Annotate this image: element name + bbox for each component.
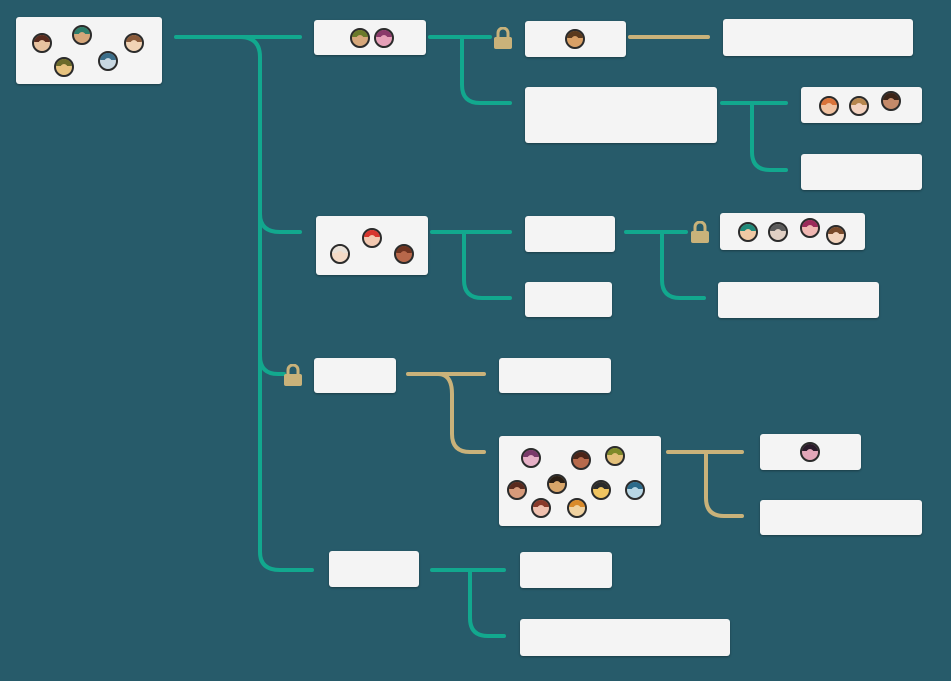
avatar — [849, 96, 869, 116]
avatar-face — [832, 232, 840, 241]
branch-2-node[interactable] — [316, 216, 428, 275]
avatar — [507, 480, 527, 500]
connector-root-branch-2 — [258, 212, 302, 234]
avatar — [32, 33, 52, 53]
branch-1-child-1-node[interactable] — [525, 21, 626, 57]
avatar — [124, 33, 144, 53]
avatar-face — [553, 481, 561, 490]
connector-root-trunk — [238, 35, 314, 572]
connector-branch-2-child-1-leaves — [624, 230, 706, 300]
branch-3-child-2-node[interactable] — [499, 436, 661, 526]
avatar-face — [513, 487, 521, 496]
avatar-face — [130, 40, 138, 49]
branch-4-child-2-node[interactable] — [520, 619, 730, 656]
branch-3-child-2-leaf-2-node[interactable] — [760, 500, 922, 535]
avatar-face — [78, 32, 86, 41]
avatar — [54, 57, 74, 77]
avatar — [800, 442, 820, 462]
branch-1-child-2-node[interactable] — [525, 87, 717, 143]
avatar-face — [527, 455, 535, 464]
branch-2-child-1-leaf-2-node[interactable] — [718, 282, 879, 318]
avatar — [605, 446, 625, 466]
avatar-face — [577, 457, 585, 466]
avatar — [738, 222, 758, 242]
avatar — [567, 498, 587, 518]
lock-icon — [493, 26, 513, 49]
connector-branch-3-children — [406, 372, 486, 454]
avatar-face — [744, 229, 752, 238]
avatar-face — [38, 40, 46, 49]
avatar-face — [336, 251, 344, 260]
avatar — [625, 480, 645, 500]
avatar — [591, 480, 611, 500]
avatar-face — [774, 229, 782, 238]
branch-3-node[interactable] — [314, 358, 396, 393]
branch-1-child-2-leaf-1-node[interactable] — [801, 87, 922, 123]
branch-3-child-1-node[interactable] — [499, 358, 611, 393]
avatar-face — [380, 35, 388, 44]
avatar-face — [104, 58, 112, 67]
avatar — [72, 25, 92, 45]
avatar-face — [631, 487, 639, 496]
avatar-face — [855, 103, 863, 112]
branch-2-child-2-node[interactable] — [525, 282, 612, 317]
avatar — [547, 474, 567, 494]
avatar-face — [806, 225, 814, 234]
branch-4-node[interactable] — [329, 551, 419, 587]
avatar — [98, 51, 118, 71]
connector-branch-3-child-2-leaves — [666, 450, 744, 518]
avatar-face — [356, 35, 364, 44]
avatar-face — [611, 453, 619, 462]
avatar — [881, 91, 901, 111]
avatar — [819, 96, 839, 116]
avatar — [565, 29, 585, 49]
branch-4-child-1-node[interactable] — [520, 552, 612, 588]
avatar — [768, 222, 788, 242]
avatar-face — [571, 36, 579, 45]
avatar — [374, 28, 394, 48]
avatar-face — [887, 98, 895, 107]
branch-2-child-1-node[interactable] — [525, 216, 615, 252]
connector-branch-4-children — [430, 568, 506, 638]
avatar — [362, 228, 382, 248]
avatar-face — [537, 505, 545, 514]
avatar — [330, 244, 350, 264]
avatar — [826, 225, 846, 245]
avatar-face — [597, 487, 605, 496]
avatar-face — [60, 64, 68, 73]
root-node[interactable] — [16, 17, 162, 84]
avatar-face — [400, 251, 408, 260]
avatar — [571, 450, 591, 470]
lock-icon — [283, 363, 303, 386]
avatar-face — [368, 235, 376, 244]
avatar-face — [573, 505, 581, 514]
avatar — [521, 448, 541, 468]
branch-1-child-2-leaf-2-node[interactable] — [801, 154, 922, 190]
branch-3-child-2-leaf-1-node[interactable] — [760, 434, 861, 470]
avatar — [394, 244, 414, 264]
avatar — [531, 498, 551, 518]
lock-icon — [690, 220, 710, 243]
connector-branch-1-child-2-leaves — [720, 101, 788, 172]
connector-root-branch-3 — [258, 354, 286, 376]
branch-1-node[interactable] — [314, 20, 426, 55]
avatar — [350, 28, 370, 48]
avatar-face — [806, 449, 814, 458]
connector-branch-2-children — [430, 230, 512, 300]
avatar-face — [825, 103, 833, 112]
branch-1-child-1-leaf-node[interactable] — [723, 19, 913, 56]
avatar — [800, 218, 820, 238]
branch-2-child-1-leaf-1-node[interactable] — [720, 213, 865, 250]
connector-branch-1-child-2 — [460, 35, 512, 105]
